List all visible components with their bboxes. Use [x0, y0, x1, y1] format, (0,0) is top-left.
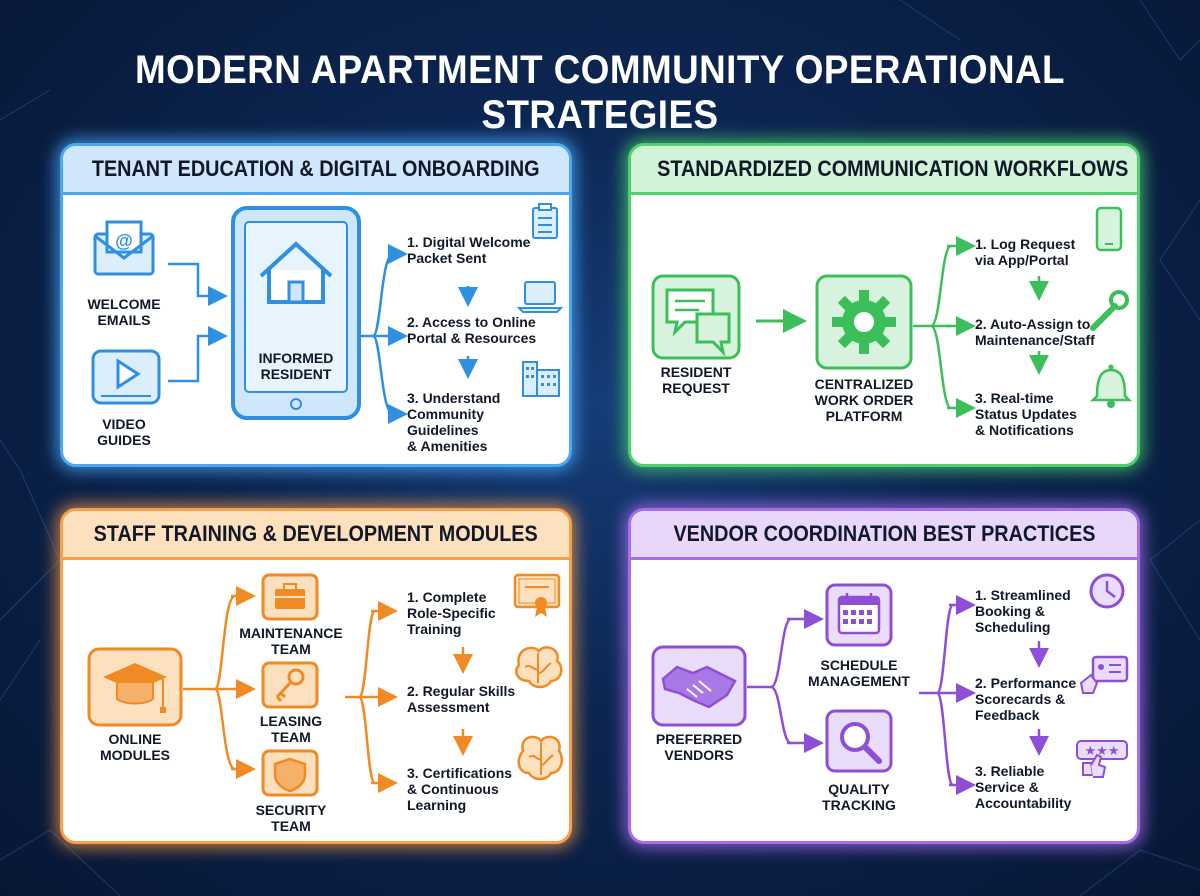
svg-text:@: @	[115, 231, 133, 251]
security-team-label: SECURITY TEAM	[255, 802, 327, 834]
tenant-diagram: @	[91, 203, 564, 424]
communication-step-2: 2. Auto-Assign to Maintenance/Staff	[975, 316, 1095, 348]
email-icon: @	[93, 220, 155, 276]
video-guides-label: VIDEO GUIDES	[97, 416, 151, 448]
leasing-team-label: LEASING TEAM	[259, 713, 323, 745]
online-modules-label: ONLINE MODULES	[100, 731, 170, 763]
vendor-diagram: ★★★	[651, 573, 1129, 795]
rating-icon: ★★★	[1076, 740, 1128, 778]
key-icon	[261, 661, 319, 709]
vendor-coordination-panel: VENDOR COORDINATION BEST PRACTICES	[628, 508, 1140, 844]
maintenance-team-label: MAINTENANCE TEAM	[239, 625, 343, 657]
schedule-management-label: SCHEDULE MANAGEMENT	[808, 657, 910, 689]
clock-icon	[1089, 573, 1125, 609]
tenant-step-2: 2. Access to Online Portal & Resources	[407, 314, 537, 346]
vendor-step-3: 3. Reliable Service & Accountability	[975, 763, 1072, 811]
tenant-step-3: 3. Understand Community Guidelines & Ame…	[407, 390, 501, 454]
building-icon	[522, 361, 560, 397]
magnifier-icon	[825, 709, 893, 773]
informed-resident-label: INFORMED RESIDENT	[258, 350, 334, 382]
gear-icon	[815, 274, 913, 370]
training-step-3: 3. Certifications & Continuous Learning	[407, 765, 513, 813]
graduation-cap-icon	[87, 647, 183, 727]
scorecard-icon	[1079, 655, 1129, 694]
panel-heading: STAFF TRAINING & DEVELOPMENT MODULES	[63, 511, 569, 560]
video-icon	[91, 349, 161, 405]
communication-step-1: 1. Log Request via App/Portal	[975, 236, 1076, 268]
laptop-icon	[516, 281, 564, 313]
svg-text:★★★: ★★★	[1085, 744, 1120, 759]
resident-request-label: RESIDENT REQUEST	[660, 364, 732, 396]
panel-heading: STANDARDIZED COMMUNICATION WORKFLOWS	[631, 146, 1137, 195]
tenant-education-panel: TENANT EDUCATION & DIGITAL ONBOARDING @	[60, 143, 572, 467]
handshake-icon	[651, 645, 747, 727]
communication-workflows-panel: STANDARDIZED COMMUNICATION WORKFLOWS	[628, 143, 1140, 467]
panel-heading: TENANT EDUCATION & DIGITAL ONBOARDING	[63, 146, 569, 195]
communication-step-3: 3. Real-time Status Updates & Notificati…	[975, 390, 1077, 438]
tablet-home-icon	[231, 206, 361, 420]
toolbox-icon	[261, 573, 319, 621]
training-step-2: 2. Regular Skills Assessment	[407, 683, 516, 715]
work-order-platform-label: CENTRALIZED WORK ORDER PLATFORM	[814, 376, 914, 424]
checklist-icon	[532, 203, 558, 239]
phone-icon	[1095, 206, 1123, 252]
calendar-icon	[825, 583, 893, 647]
staff-training-panel: STAFF TRAINING & DEVELOPMENT MODULES	[60, 508, 572, 844]
communication-diagram	[651, 206, 1133, 418]
preferred-vendors-label: PREFERRED VENDORS	[655, 731, 743, 763]
vendor-step-1: 1. Streamlined Booking & Scheduling	[975, 587, 1071, 635]
certificate-icon	[513, 573, 561, 617]
bell-icon	[1089, 364, 1133, 408]
welcome-emails-label: WELCOME EMAILS	[87, 296, 161, 328]
brain-icon	[515, 646, 563, 689]
brain-icon	[517, 735, 563, 781]
panel-heading: VENDOR COORDINATION BEST PRACTICES	[631, 511, 1137, 560]
quality-tracking-label: QUALITY TRACKING	[822, 781, 896, 813]
tenant-step-1: 1. Digital Welcome Packet Sent	[407, 234, 531, 266]
training-diagram	[87, 573, 563, 797]
chat-bubbles-icon	[651, 274, 741, 360]
shield-icon	[261, 749, 319, 797]
training-step-1: 1. Complete Role-Specific Training	[407, 589, 496, 637]
wrench-icon	[1090, 290, 1129, 331]
page-title: MODERN APARTMENT COMMUNITY OPERATIONAL S…	[135, 48, 1065, 137]
vendor-step-2: 2. Performance Scorecards & Feedback	[975, 675, 1077, 723]
